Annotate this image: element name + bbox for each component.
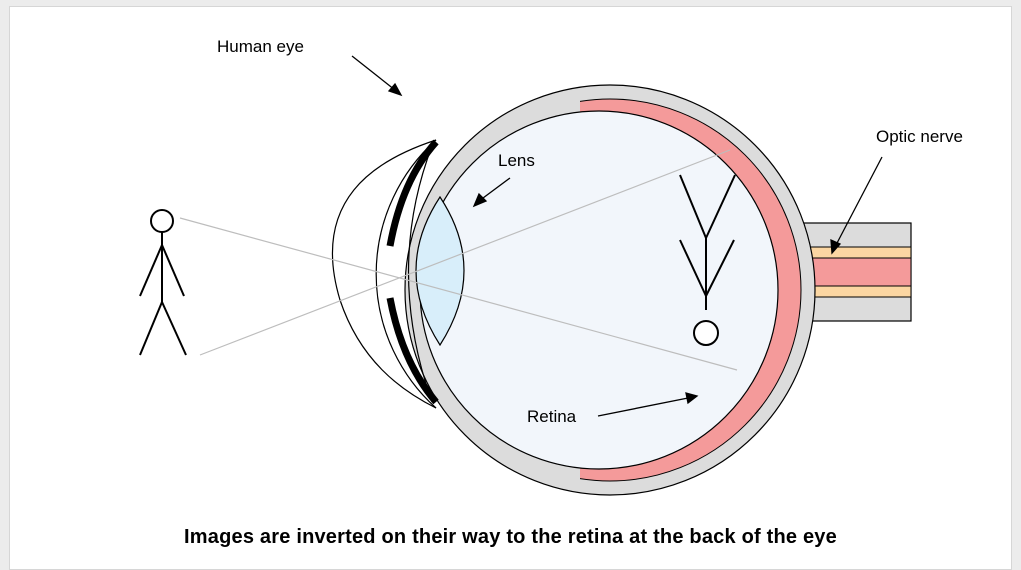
label-human-eye: Human eye <box>217 37 304 56</box>
human-eye-arrowhead <box>389 84 401 95</box>
stick-figure-right-leg <box>162 302 186 355</box>
inverted-head <box>694 321 718 345</box>
stick-figure <box>140 210 186 355</box>
label-retina: Retina <box>527 407 577 426</box>
human-eye-arrow <box>352 56 395 90</box>
stick-figure-head <box>151 210 173 232</box>
stick-figure-left-arm <box>140 245 162 296</box>
label-optic-nerve: Optic nerve <box>876 127 963 146</box>
diagram-caption: Images are inverted on their way to the … <box>0 526 1021 549</box>
stick-figure-left-leg <box>140 302 162 355</box>
label-lens: Lens <box>498 151 535 170</box>
stick-figure-right-arm <box>162 245 184 296</box>
